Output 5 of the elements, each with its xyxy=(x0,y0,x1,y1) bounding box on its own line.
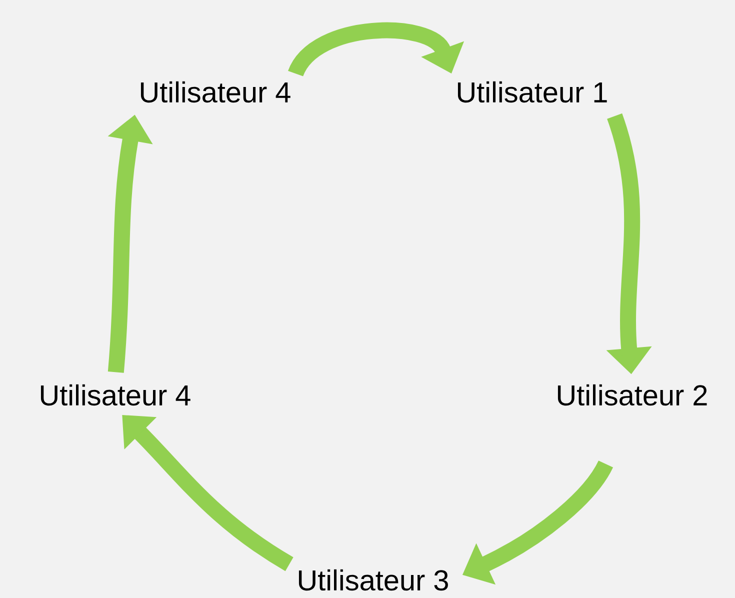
node-label: Utilisateur 2 xyxy=(558,384,707,406)
node-label: Utilisateur 3 xyxy=(298,569,448,591)
node-label: Utilisateur 1 xyxy=(458,81,607,103)
node-label: Utilisateur 4 xyxy=(40,384,190,406)
node-label: Utilisateur 4 xyxy=(140,81,290,103)
